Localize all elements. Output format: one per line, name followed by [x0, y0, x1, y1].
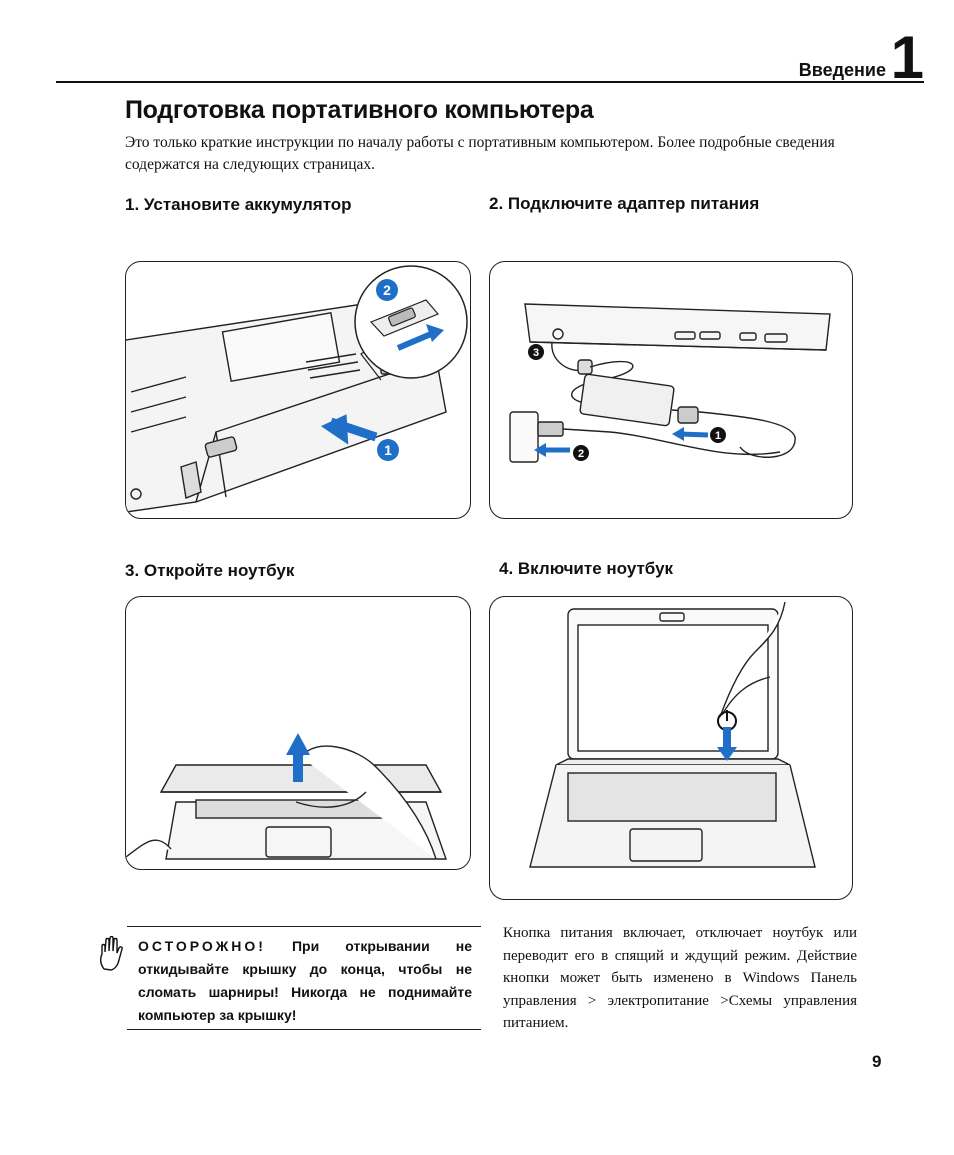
- power-adapter-illustration: 1 2 3: [489, 261, 853, 519]
- warning-top-rule: [127, 926, 481, 927]
- chapter-label: Введение: [798, 60, 886, 80]
- header-rule: [56, 81, 924, 83]
- step-1-heading: 1. Установите аккумулятор: [125, 195, 352, 214]
- warning-lead: ОСТОРОЖНО!: [138, 938, 266, 954]
- step-2-heading: 2. Подключите адаптер питания: [489, 194, 760, 213]
- open-laptop-illustration: [125, 596, 471, 870]
- page-title: Подготовка портативного компьютера: [125, 96, 594, 124]
- power-note: Кнопка питания включает, отключает ноутб…: [503, 925, 857, 1031]
- step-2-badge-1: 1: [715, 430, 721, 442]
- battery-install-illustration: 2 1: [125, 261, 471, 519]
- step-2-badge-3: 3: [533, 347, 539, 359]
- chapter-number: 1: [890, 24, 924, 91]
- warning-bottom-rule: [127, 1029, 481, 1030]
- warning-body: При открывании не откидывайте крышку до …: [138, 938, 473, 1023]
- step-1-badge-2: 2: [383, 282, 391, 298]
- power-on-illustration: [489, 596, 853, 900]
- intro-paragraph: Это только краткие инструкции по началу …: [125, 134, 835, 173]
- page-number: 9: [872, 1052, 882, 1071]
- hand-icon: [98, 935, 124, 972]
- step-4-heading: 4. Включите ноутбук: [499, 559, 674, 578]
- warning-text: ОСТОРОЖНО! При открывании не откидывайте…: [138, 935, 472, 1027]
- step-2-badge-2: 2: [578, 448, 584, 460]
- step-1-badge-1: 1: [384, 442, 392, 458]
- step-3-heading: 3. Откройте ноутбук: [125, 561, 295, 580]
